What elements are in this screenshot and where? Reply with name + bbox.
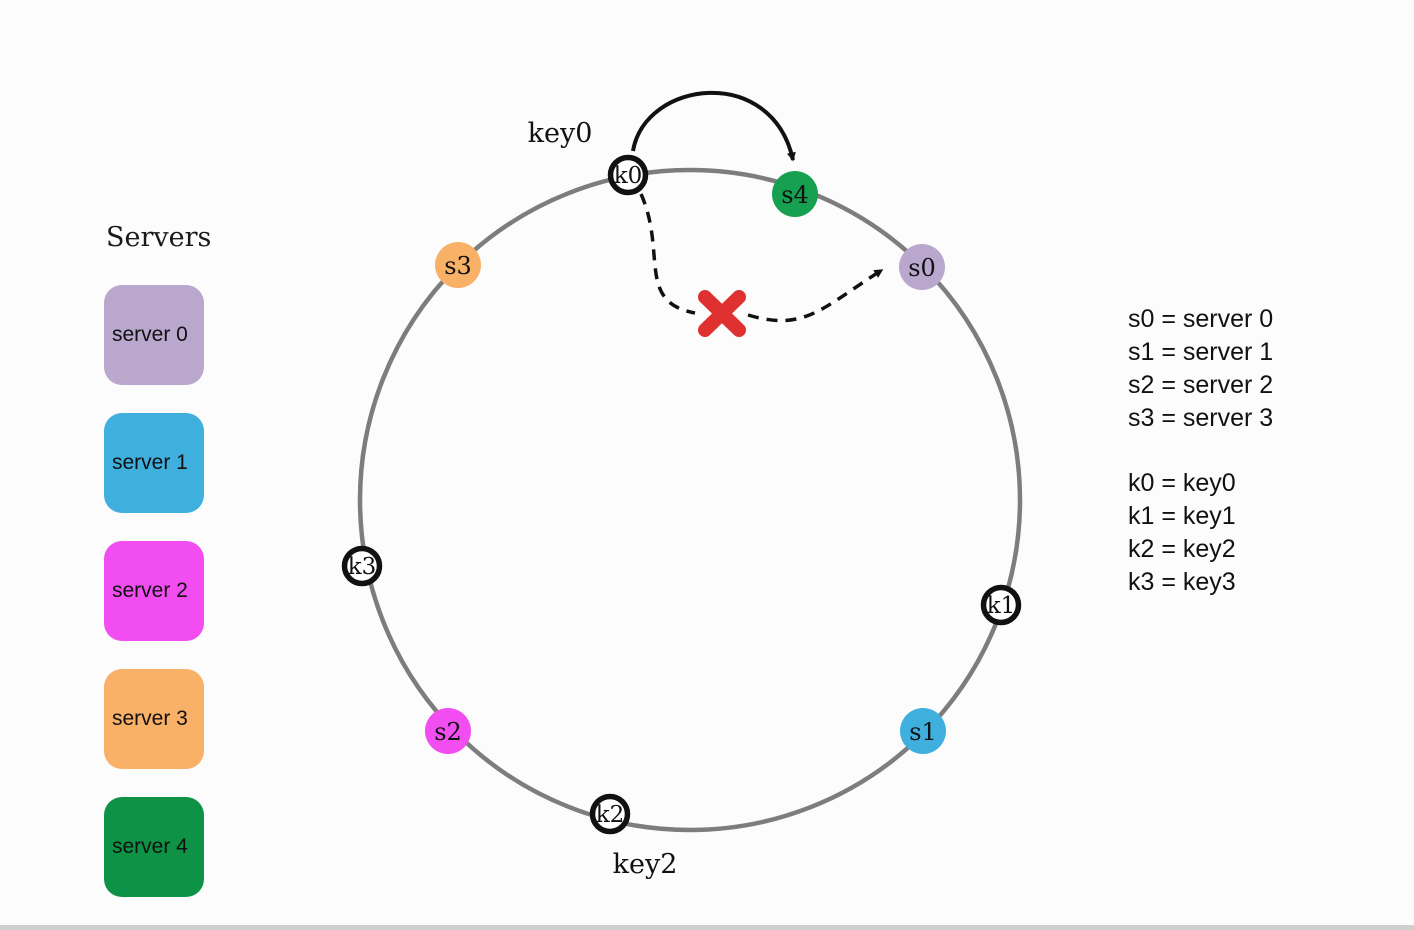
old-mapping-arrow-segment-2 — [747, 268, 884, 323]
legend-label-server-2: server 2 — [112, 579, 188, 602]
mapping-line-k3: k3 = key3 — [1128, 568, 1236, 596]
key-node-k1: k1 — [980, 584, 1022, 626]
server-node-s1-label: s1 — [909, 718, 937, 746]
mapping-line-s0: s0 = server 0 — [1128, 305, 1274, 333]
bottom-edge-bar — [0, 925, 1414, 930]
mapping-group-gap — [1128, 435, 1273, 467]
legend-swatch-server-1: server 1 — [104, 413, 204, 513]
key-node-k3-label: k3 — [348, 554, 377, 580]
legend-label-server-3: server 3 — [112, 707, 188, 730]
server-node-s4-label: s4 — [781, 181, 809, 209]
servers-legend: Servers server 0 server 1 server 2 serve… — [104, 222, 214, 925]
server-node-s0-label: s0 — [908, 254, 936, 282]
key0-annotation: key0 — [528, 118, 593, 149]
key-node-k0-label: k0 — [614, 163, 643, 189]
mapping-line-k2: k2 = key2 — [1128, 535, 1236, 563]
legend-swatch-server-2: server 2 — [104, 541, 204, 641]
key-node-k2: k2 — [589, 793, 631, 835]
hash-ring-circle — [357, 167, 1023, 833]
legend-swatch-server-4: server 4 — [104, 797, 204, 897]
key2-annotation: key2 — [613, 849, 678, 880]
server-node-s3: s3 — [435, 242, 481, 288]
server-node-s2: s2 — [425, 708, 471, 754]
server-node-s1: s1 — [900, 708, 946, 754]
mapping-line-k1: k1 = key1 — [1128, 502, 1236, 530]
key-node-k0: k0 — [607, 154, 649, 196]
server-node-s2-label: s2 — [434, 718, 462, 746]
legend-label-server-4: server 4 — [112, 835, 188, 858]
server-node-s3-label: s3 — [444, 252, 472, 280]
legend-label-server-0: server 0 — [112, 323, 188, 346]
mapping-line-s1: s1 = server 1 — [1128, 338, 1274, 366]
legend-label-server-1: server 1 — [112, 451, 188, 474]
old-mapping-arrow-segment-1 — [639, 193, 696, 315]
key-node-k1-label: k1 — [987, 593, 1016, 619]
abbreviation-key: s0 = server 0 s1 = server 1 s2 = server … — [1128, 303, 1273, 599]
removed-mapping-x-icon — [698, 290, 746, 337]
key-node-k2-label: k2 — [596, 802, 625, 828]
new-mapping-arrow — [631, 90, 796, 162]
server-node-s0: s0 — [899, 244, 945, 290]
key-node-k3: k3 — [341, 545, 383, 587]
mapping-line-s3: s3 = server 3 — [1128, 404, 1274, 432]
legend-swatch-server-0: server 0 — [104, 285, 204, 385]
legend-swatch-server-3: server 3 — [104, 669, 204, 769]
legend-title: Servers — [106, 222, 212, 253]
mapping-line-k0: k0 = key0 — [1128, 469, 1236, 497]
mapping-line-s2: s2 = server 2 — [1128, 371, 1274, 399]
server-node-s4: s4 — [772, 171, 818, 217]
